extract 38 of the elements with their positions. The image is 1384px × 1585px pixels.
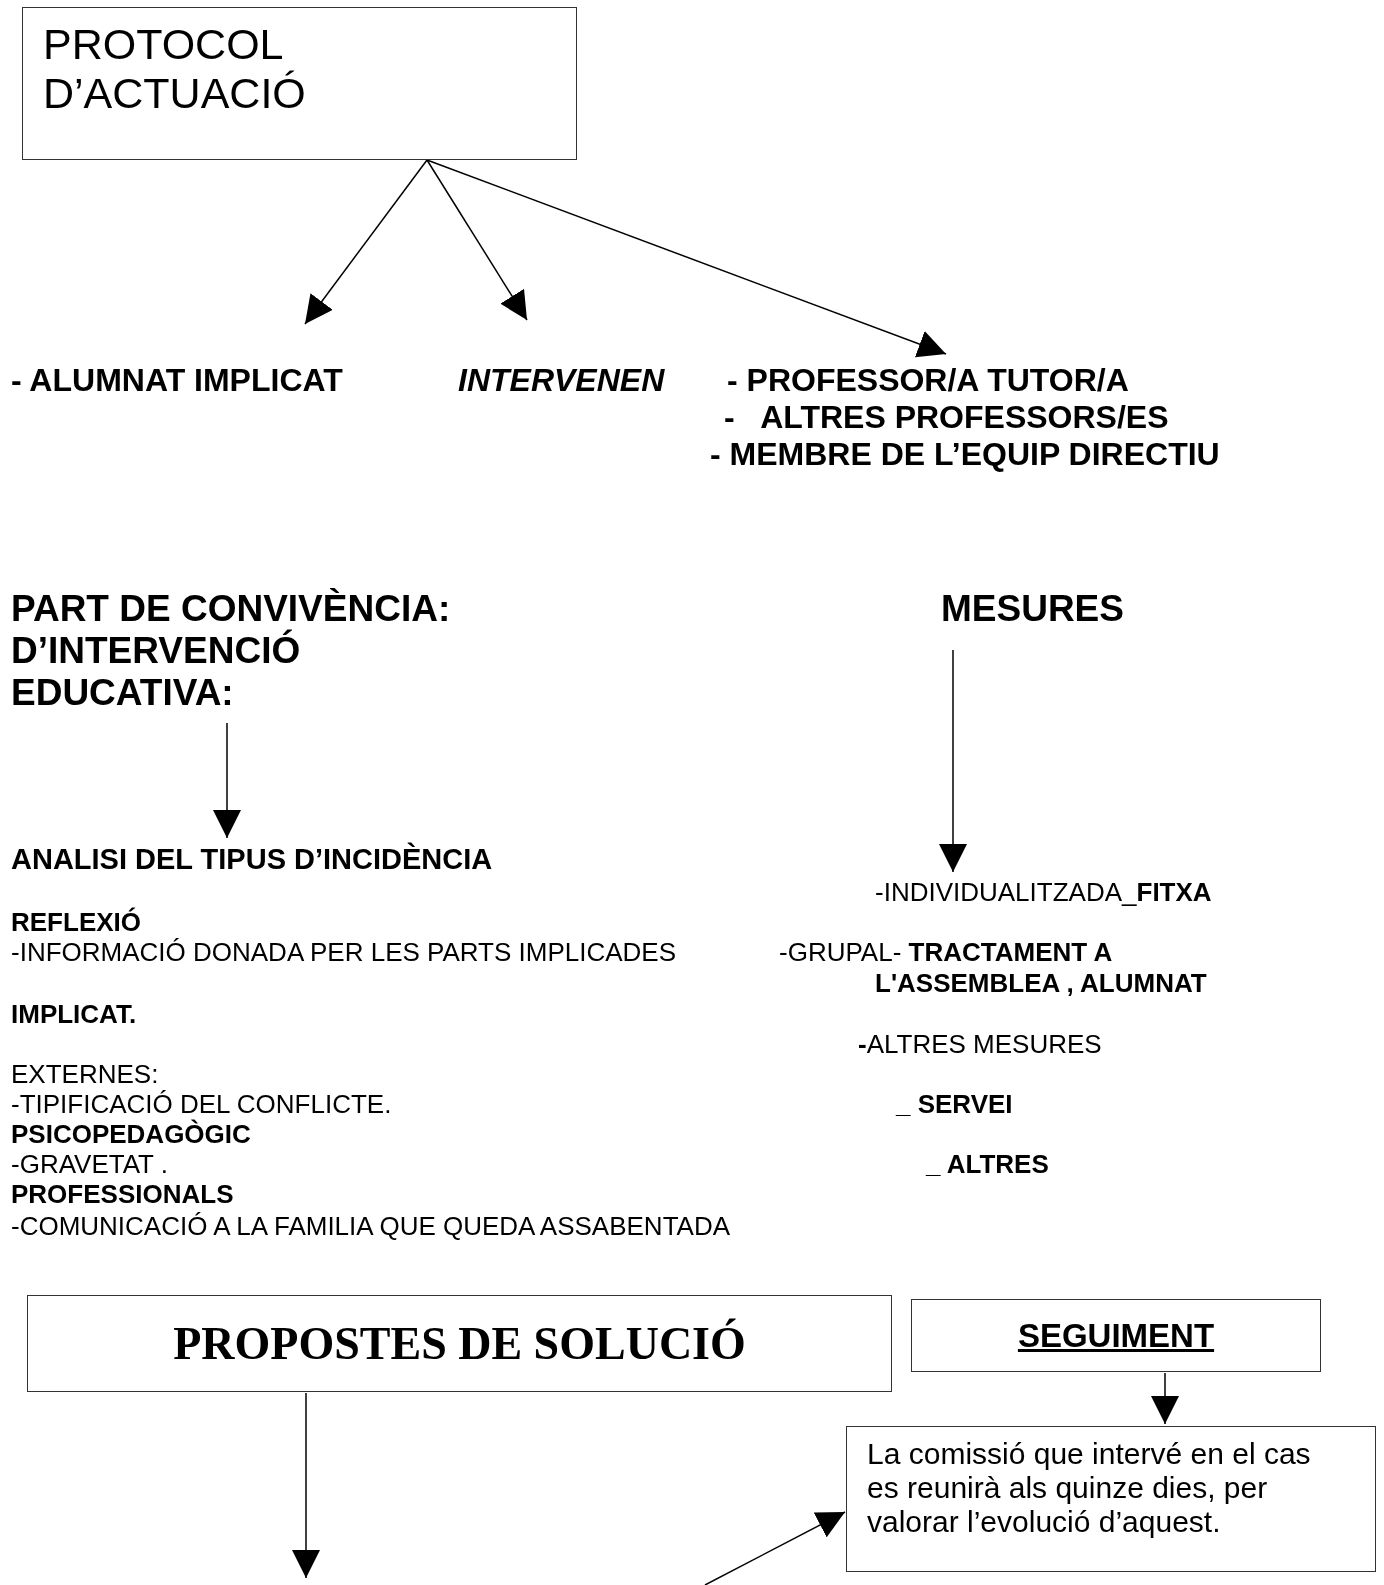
note-text: _ SERVEI — [896, 1089, 1013, 1120]
note-text: -INFORMACIÓ DONADA PER LES PARTS IMPLICADES — [11, 937, 677, 968]
arrow — [426, 159, 528, 321]
section-heading: PART DE CONVIVÈNCIA: D’INTERVENCIÓ EDUCATIVA: — [11, 588, 511, 714]
arrow — [213, 722, 241, 839]
note-text: -GRUPAL- TRACTAMENT A L'ASSEMBLEA , ALUMNAT — [779, 937, 1208, 999]
note-text: -ALTRES MESURES — [858, 1029, 1102, 1060]
note-text: REFLEXIÓ — [11, 907, 141, 938]
note-text: PROFESSIONALS — [11, 1179, 234, 1210]
note-text: PSICOPEDAGÒGIC — [11, 1119, 251, 1150]
list-item: - MEMBRE DE L’EQUIP DIRECTIU — [710, 436, 1220, 473]
arrow — [426, 159, 947, 358]
note-text: EXTERNES: — [11, 1059, 159, 1090]
follow-up-box — [911, 1299, 1321, 1372]
box-text: SEGUIMENT — [1017, 1316, 1215, 1355]
note-text: -COMUNICACIÓ A LA FAMILIA QUE QUEDA ASSABENTADA — [11, 1211, 731, 1242]
arrow — [292, 1392, 320, 1579]
role-text: - ALUMNAT IMPLICAT — [11, 362, 343, 399]
box-text: PROTOCOL D’ACTUACIÓ — [43, 20, 306, 117]
arrow — [939, 649, 967, 873]
box-text: La comissió que intervé en el cas es reunirà als quinze dies, per valorar l’evolució d’aquest. — [867, 1437, 1311, 1538]
box-text: PROPOSTES DE SOLUCIÓ — [173, 1317, 746, 1370]
section-heading: MESURES — [941, 588, 1124, 630]
note-text: -TIPIFICACIÓ DEL CONFLICTE. — [11, 1089, 392, 1119]
measure-text: -INDIVIDUALITZADA_FITXA — [875, 877, 1212, 908]
title-box — [22, 7, 577, 160]
note-text: _ ALTRES — [926, 1149, 1049, 1180]
heading-text: INTERVENEN — [458, 362, 665, 399]
note-text: IMPLICAT. — [11, 999, 137, 1030]
arrow — [304, 159, 428, 325]
note-text: -GRAVETAT . — [11, 1149, 168, 1180]
section-heading: ANALISI DEL TIPUS D’INCIDÈNCIA — [11, 843, 493, 876]
note-box — [846, 1426, 1376, 1572]
arrow — [704, 1511, 846, 1585]
list-item: - ALTRES PROFESSORS/ES — [723, 399, 1170, 436]
solutions-box — [27, 1295, 892, 1392]
list-item: - PROFESSOR/A TUTOR/A — [726, 362, 1130, 399]
arrow — [1151, 1372, 1179, 1425]
